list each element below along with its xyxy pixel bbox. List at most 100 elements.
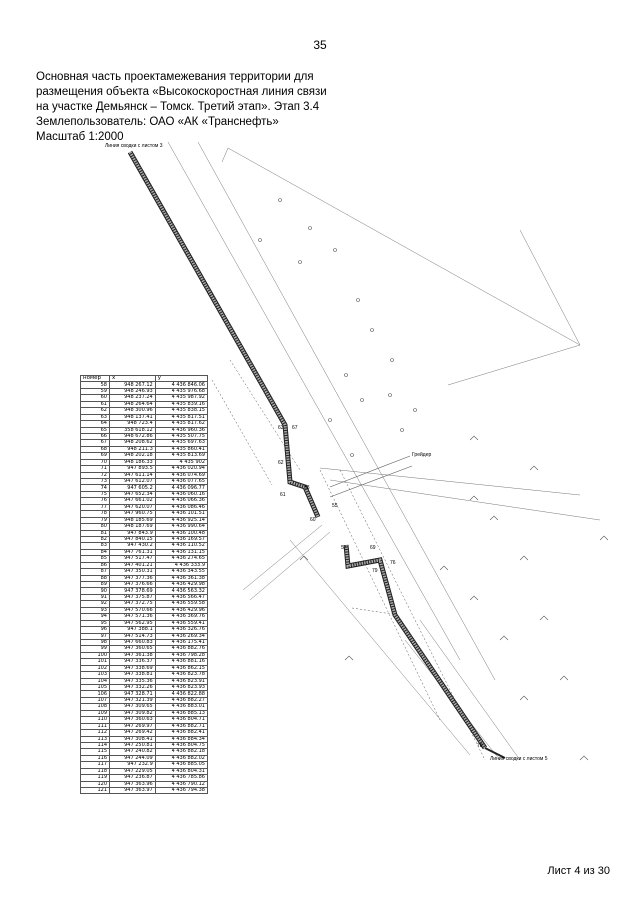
point-label: 79 bbox=[372, 568, 378, 574]
point-number-cell: 65 bbox=[80, 426, 110, 434]
y-coordinate-cell: 4 435 697.63 bbox=[154, 439, 209, 447]
point-number-cell: 71 bbox=[80, 465, 110, 473]
y-coordinate-cell: 4 435 813.69 bbox=[154, 452, 209, 460]
point-number-cell: 66 bbox=[80, 432, 110, 441]
y-coordinate-cell: 4 436 077.65 bbox=[154, 477, 209, 486]
y-coordinate-cell: 4 435 860.41 bbox=[154, 445, 209, 454]
point-number-cell: 64 bbox=[80, 420, 110, 428]
point-number-cell: 69 bbox=[80, 452, 110, 460]
point-label: 67 bbox=[292, 425, 298, 431]
road bbox=[329, 455, 413, 498]
point-label: 62 bbox=[278, 460, 284, 466]
point-number-cell: 61 bbox=[80, 400, 110, 409]
point-label: 63 bbox=[278, 425, 284, 431]
y-coordinate-cell: 4 435 902 bbox=[154, 458, 209, 467]
point-number-cell: 68 bbox=[80, 445, 110, 454]
point-number-cell: 75 bbox=[80, 490, 110, 499]
point-label: 57 bbox=[341, 545, 347, 551]
point-number-cell: 73 bbox=[80, 477, 110, 486]
point-label: 60 bbox=[310, 517, 316, 523]
title-line: на участке Демьянск – Томск. Третий этап… bbox=[36, 101, 320, 113]
point-number-cell: 62 bbox=[80, 407, 110, 415]
x-coordinate-cell: 947 363.97 bbox=[109, 786, 156, 795]
point-label: 78 bbox=[477, 743, 483, 749]
point-label: 55 bbox=[332, 503, 338, 509]
y-coordinate-cell: 4 435 976.68 bbox=[154, 387, 209, 396]
title-line: Землепользователь: ОАО «АК «Транснефть» bbox=[36, 116, 279, 128]
point-number-cell: 70 bbox=[80, 458, 110, 467]
point-number-cell: 72 bbox=[80, 471, 110, 480]
point-number-cell: 63 bbox=[80, 413, 110, 422]
sheet-number: Лист 4 из 30 bbox=[547, 865, 610, 877]
y-coordinate-cell: 4 436 086.46 bbox=[154, 503, 209, 512]
y-coordinate-cell: 4 436 794.38 bbox=[154, 786, 209, 795]
y-coordinate-cell: 4 435 817.51 bbox=[154, 413, 209, 422]
point-number-cell: 76 bbox=[80, 497, 110, 505]
road-label: Грейдер bbox=[412, 452, 432, 458]
y-coordinate-cell: 4 435 838.15 bbox=[154, 407, 209, 415]
y-coordinate-cell: 4 436 096.77 bbox=[154, 484, 209, 492]
point-label: 58 bbox=[304, 485, 310, 491]
top-junction-label: Линия сводки с листом 3 bbox=[105, 143, 163, 149]
title-line: размещения объекта «Высокоскоростная лин… bbox=[36, 86, 327, 98]
y-coordinate-cell: 4 435 507.75 bbox=[154, 432, 209, 441]
y-coordinate-cell: 4 436 074.69 bbox=[154, 471, 209, 480]
column-header-y: y bbox=[154, 374, 209, 383]
point-label: 61 bbox=[280, 492, 286, 498]
y-coordinate-cell: 4 436 066.36 bbox=[154, 497, 209, 505]
point-number-cell: 121 bbox=[80, 786, 110, 795]
y-coordinate-cell: 4 435 817.62 bbox=[154, 420, 209, 428]
point-number-cell: 67 bbox=[80, 439, 110, 447]
document-title: Основная часть проектамежевания территор… bbox=[36, 70, 356, 145]
column-header-number: номер bbox=[80, 374, 110, 383]
point-number-cell: 74 bbox=[80, 484, 110, 492]
vegetation-symbols bbox=[258, 198, 609, 761]
page-number: 35 bbox=[313, 38, 327, 52]
point-number-cell: 58 bbox=[80, 381, 110, 389]
point-number-cell: 60 bbox=[80, 394, 110, 402]
parcel-boundaries bbox=[167, 141, 601, 761]
title-line: Масштаб 1:2000 bbox=[36, 131, 124, 143]
y-coordinate-cell: 4 435 987.92 bbox=[154, 394, 209, 402]
table-header-row: номер x y bbox=[80, 374, 209, 383]
y-coordinate-cell: 4 435 839.16 bbox=[154, 400, 209, 409]
